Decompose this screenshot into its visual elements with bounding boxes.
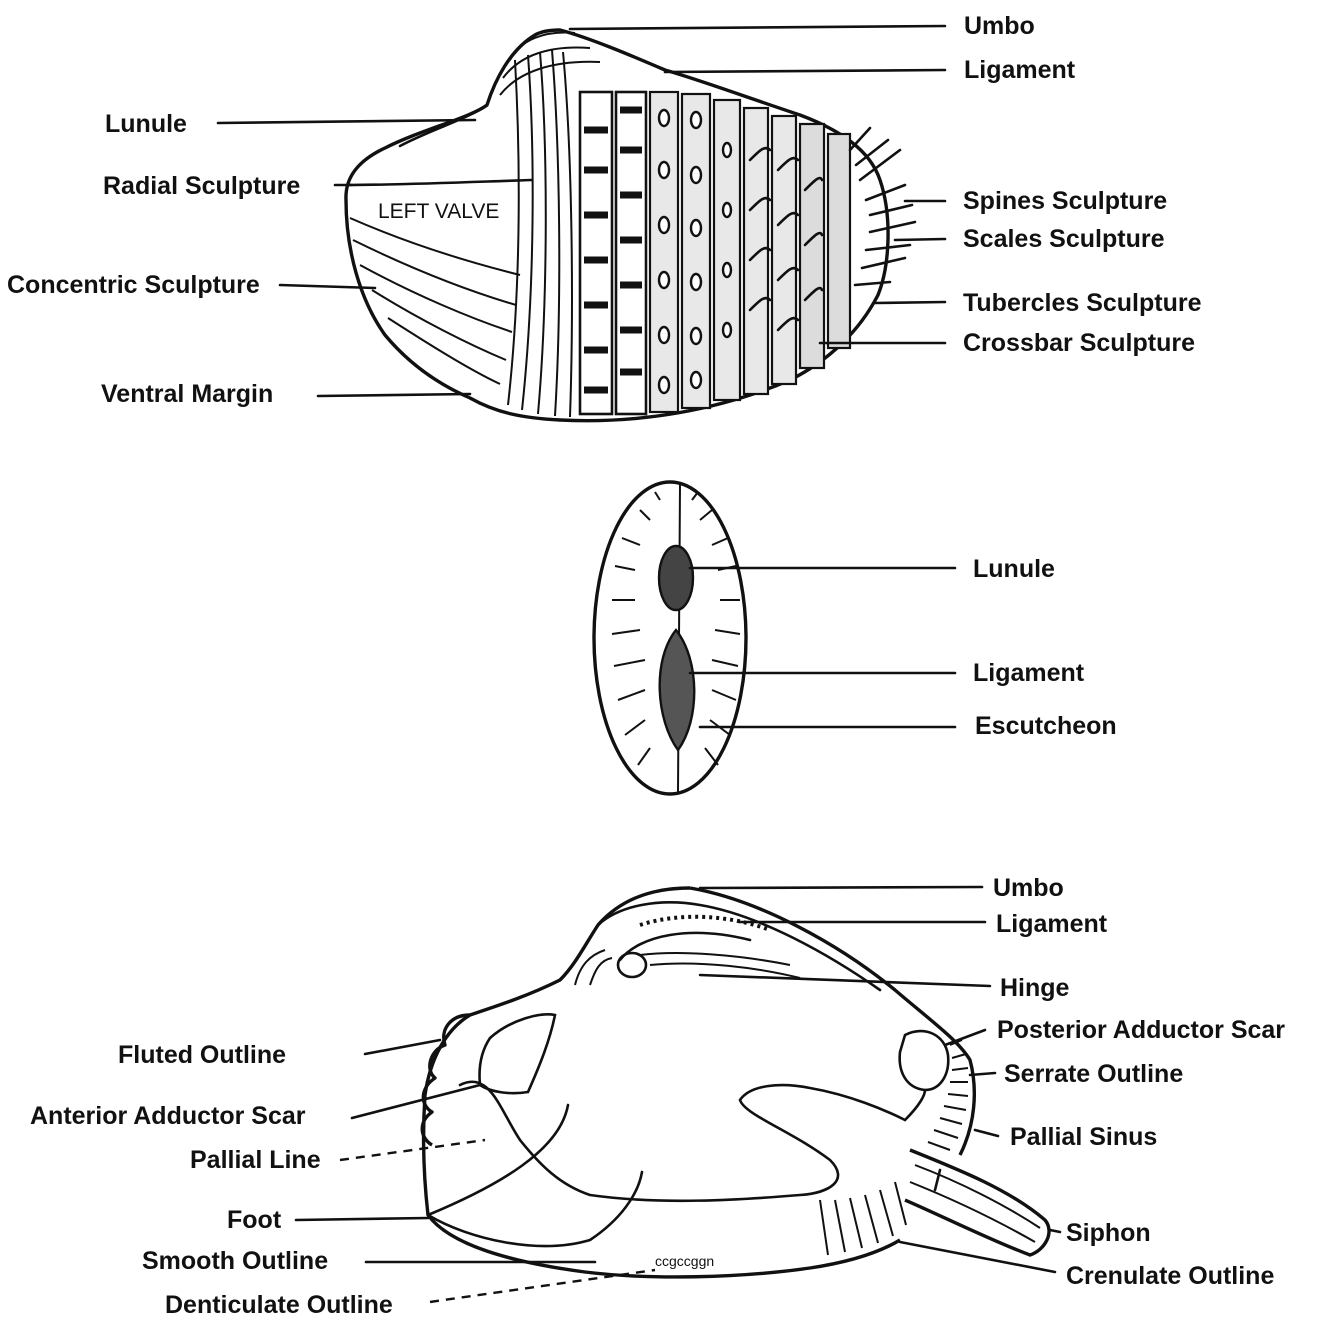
top-lunule-label: Lunule [105, 110, 187, 138]
top-shell-figure: LEFT VALVE [346, 30, 915, 421]
smooth-outline-label: Smooth Outline [142, 1247, 328, 1275]
concentric-sculpture-label: Concentric Sculpture [7, 271, 260, 299]
bottom-umbo-label: Umbo [993, 874, 1064, 902]
crenulate-outline-label: Crenulate Outline [1066, 1262, 1274, 1290]
bottom-ligament-label: Ligament [996, 910, 1108, 938]
top-ligament-label: Ligament [964, 56, 1076, 84]
top-umbo-label: Umbo [964, 12, 1035, 40]
middle-leader-lines [690, 568, 955, 727]
middle-labels: Lunule Ligament Escutcheon [973, 555, 1117, 740]
crossbar-sculpture-label: Crossbar Sculpture [963, 329, 1195, 357]
left-valve-label: LEFT VALVE [378, 200, 499, 223]
pallial-line-label: Pallial Line [190, 1146, 321, 1174]
ventral-margin-label: Ventral Margin [101, 380, 273, 408]
tubercles-sculpture-label: Tubercles Sculpture [963, 289, 1202, 317]
bottom-labels: Umbo Ligament Hinge Posterior Adductor S… [30, 874, 1285, 1318]
hinge-label: Hinge [1000, 974, 1070, 1002]
posterior-adductor-scar-label: Posterior Adductor Scar [997, 1016, 1285, 1044]
fluted-outline-label: Fluted Outline [118, 1041, 286, 1069]
dorsal-view-figure [594, 482, 746, 794]
scales-sculpture-label: Scales Sculpture [963, 225, 1165, 253]
denticles-mark: ccgccggn [655, 1253, 714, 1269]
anterior-adductor-scar-label: Anterior Adductor Scar [30, 1102, 306, 1130]
middle-ligament-label: Ligament [973, 659, 1085, 687]
escutcheon-label: Escutcheon [975, 712, 1117, 740]
pallial-sinus-label: Pallial Sinus [1010, 1123, 1157, 1151]
serrate-outline-label: Serrate Outline [1004, 1060, 1183, 1088]
radial-sculpture-label: Radial Sculpture [103, 172, 300, 200]
internal-view-figure: ccgccggn [422, 888, 1049, 1277]
foot-label: Foot [227, 1206, 282, 1234]
spines-sculpture-label: Spines Sculpture [963, 187, 1167, 215]
middle-lunule-label: Lunule [973, 555, 1055, 583]
denticulate-outline-label: Denticulate Outline [165, 1291, 393, 1318]
bottom-leader-lines [296, 887, 1060, 1302]
siphon-label: Siphon [1066, 1219, 1151, 1247]
